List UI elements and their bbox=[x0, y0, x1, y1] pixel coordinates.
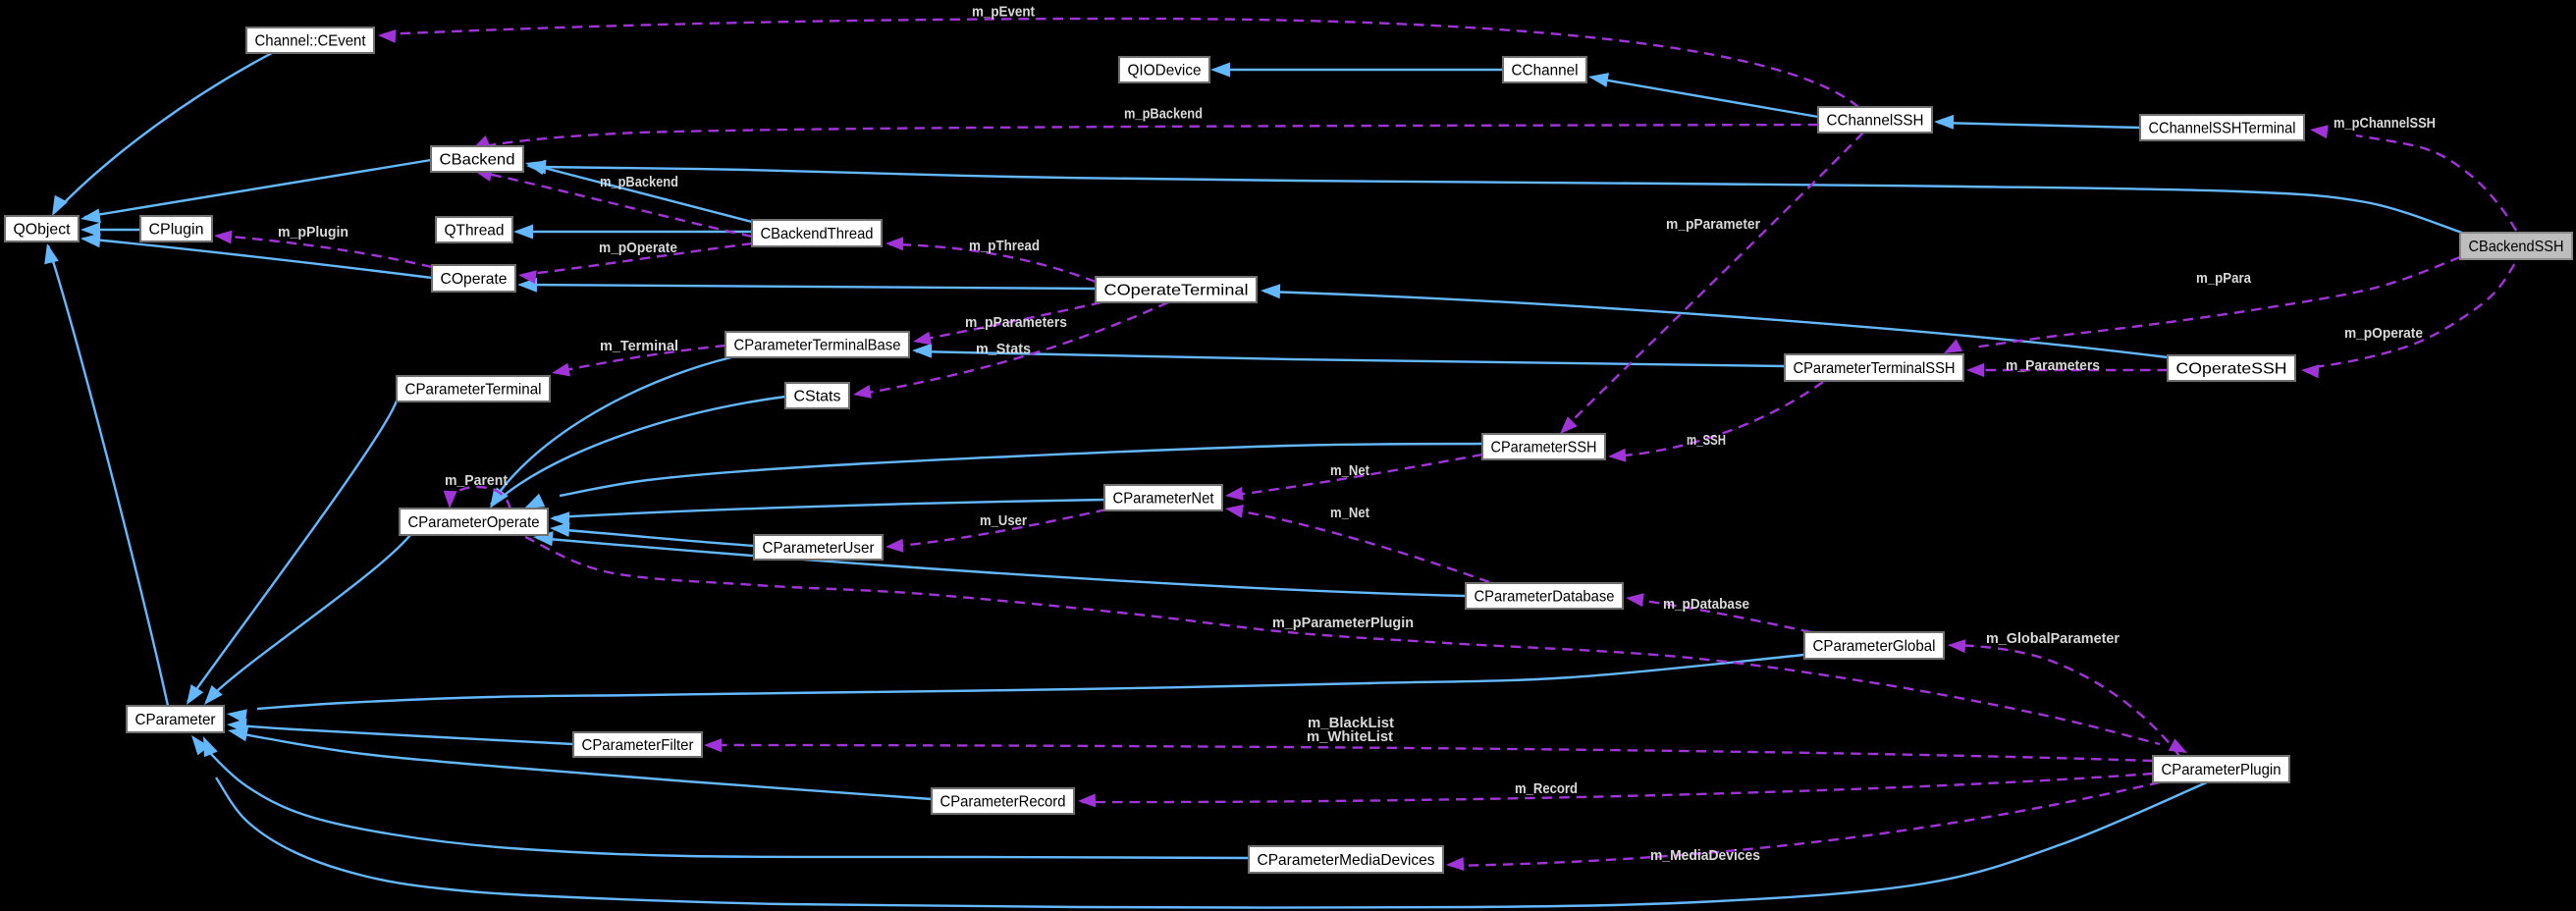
svg-text:m_Parent: m_Parent bbox=[445, 472, 508, 489]
svg-text:CChannelSSH: CChannelSSH bbox=[1827, 113, 1924, 130]
svg-text:CParameterOperate: CParameterOperate bbox=[408, 514, 540, 531]
svg-text:QThread: QThread bbox=[445, 223, 505, 240]
svg-text:CBackendThread: CBackendThread bbox=[761, 226, 874, 242]
svg-text:m_pPara: m_pPara bbox=[2196, 270, 2252, 287]
svg-text:m_pParameterPlugin: m_pParameterPlugin bbox=[1272, 615, 1414, 631]
svg-text:CParameterGlobal: CParameterGlobal bbox=[1813, 638, 1936, 655]
svg-text:m_pOperate: m_pOperate bbox=[2344, 325, 2423, 342]
svg-text:m_pParameter: m_pParameter bbox=[1666, 216, 1760, 233]
svg-text:m_BlackList: m_BlackList bbox=[1308, 715, 1394, 731]
svg-text:CParameterRecord: CParameterRecord bbox=[940, 794, 1066, 811]
svg-text:COperateSSH: COperateSSH bbox=[2176, 361, 2287, 378]
svg-text:m_Net: m_Net bbox=[1330, 462, 1369, 479]
svg-text:COperate: COperate bbox=[441, 271, 508, 288]
svg-text:CParameterDatabase: CParameterDatabase bbox=[1475, 589, 1615, 606]
svg-text:CBackend: CBackend bbox=[440, 152, 515, 169]
svg-text:m_MediaDevices: m_MediaDevices bbox=[1650, 847, 1760, 864]
svg-text:CParameterTerminalBase: CParameterTerminalBase bbox=[734, 338, 901, 354]
svg-text:m_GlobalParameter: m_GlobalParameter bbox=[1986, 630, 2120, 647]
svg-text:CStats: CStats bbox=[794, 389, 841, 405]
svg-text:m_Record: m_Record bbox=[1515, 780, 1578, 797]
svg-text:m_Terminal: m_Terminal bbox=[600, 338, 678, 354]
svg-text:m_pPlugin: m_pPlugin bbox=[278, 224, 349, 241]
svg-text:m_pBackend: m_pBackend bbox=[1124, 106, 1203, 123]
svg-text:m_User: m_User bbox=[980, 512, 1027, 529]
svg-text:CChannelSSHTerminal: CChannelSSHTerminal bbox=[2149, 121, 2296, 137]
svg-text:CParameterMediaDevices: CParameterMediaDevices bbox=[1258, 852, 1435, 869]
svg-text:QIODevice: QIODevice bbox=[1128, 63, 1202, 80]
svg-text:COperateTerminal: COperateTerminal bbox=[1104, 283, 1249, 299]
svg-text:CParameterNet: CParameterNet bbox=[1113, 491, 1215, 508]
svg-text:m_pParameters: m_pParameters bbox=[965, 314, 1067, 331]
svg-text:m_Net: m_Net bbox=[1330, 505, 1369, 521]
svg-text:CParameterPlugin: CParameterPlugin bbox=[2162, 762, 2281, 778]
svg-text:m_SSH: m_SSH bbox=[1687, 432, 1726, 449]
svg-text:Channel::CEvent: Channel::CEvent bbox=[255, 33, 367, 50]
svg-text:m_pChannelSSH: m_pChannelSSH bbox=[2334, 115, 2436, 132]
svg-text:m_pThread: m_pThread bbox=[969, 238, 1040, 254]
svg-text:m_pOperate: m_pOperate bbox=[599, 240, 677, 256]
svg-text:CParameterSSH: CParameterSSH bbox=[1491, 440, 1597, 456]
svg-text:CParameterTerminal: CParameterTerminal bbox=[405, 382, 542, 399]
svg-text:m_Stats: m_Stats bbox=[976, 341, 1031, 357]
svg-text:CParameterFilter: CParameterFilter bbox=[582, 737, 695, 754]
svg-text:CParameterUser: CParameterUser bbox=[763, 540, 876, 557]
svg-text:CParameter: CParameter bbox=[135, 712, 217, 728]
svg-text:m_WhiteList: m_WhiteList bbox=[1307, 728, 1393, 745]
svg-text:CParameterTerminalSSH: CParameterTerminalSSH bbox=[1794, 360, 1956, 377]
svg-text:m_Parameters: m_Parameters bbox=[2006, 357, 2100, 374]
svg-text:CChannel: CChannel bbox=[1512, 63, 1579, 80]
svg-text:CBackendSSH: CBackendSSH bbox=[2469, 239, 2564, 255]
svg-text:m_pEvent: m_pEvent bbox=[972, 4, 1035, 21]
svg-text:QObject: QObject bbox=[14, 222, 72, 239]
svg-text:CPlugin: CPlugin bbox=[149, 222, 204, 239]
svg-text:m_pDatabase: m_pDatabase bbox=[1663, 596, 1749, 613]
svg-text:m_pBackend: m_pBackend bbox=[600, 174, 678, 190]
